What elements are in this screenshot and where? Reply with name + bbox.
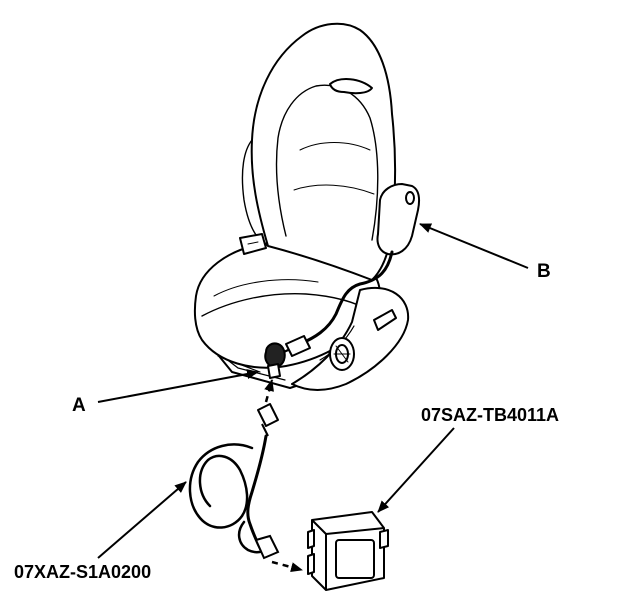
callout-tool-unit: 07SAZ-TB4011A (421, 405, 560, 425)
test-harness-cable (188, 434, 280, 560)
callout-tool-harness: 07XAZ-S1A0200 (14, 562, 152, 582)
inspection-tool-box (307, 511, 389, 591)
callout-airbag-b: B (537, 261, 551, 282)
airbag-module (376, 183, 421, 256)
seat-illustration (193, 22, 410, 391)
leader-arrow (97, 223, 529, 559)
connector-plug (257, 335, 311, 437)
callout-connector-a: A (72, 395, 86, 416)
connection-path (264, 379, 303, 572)
